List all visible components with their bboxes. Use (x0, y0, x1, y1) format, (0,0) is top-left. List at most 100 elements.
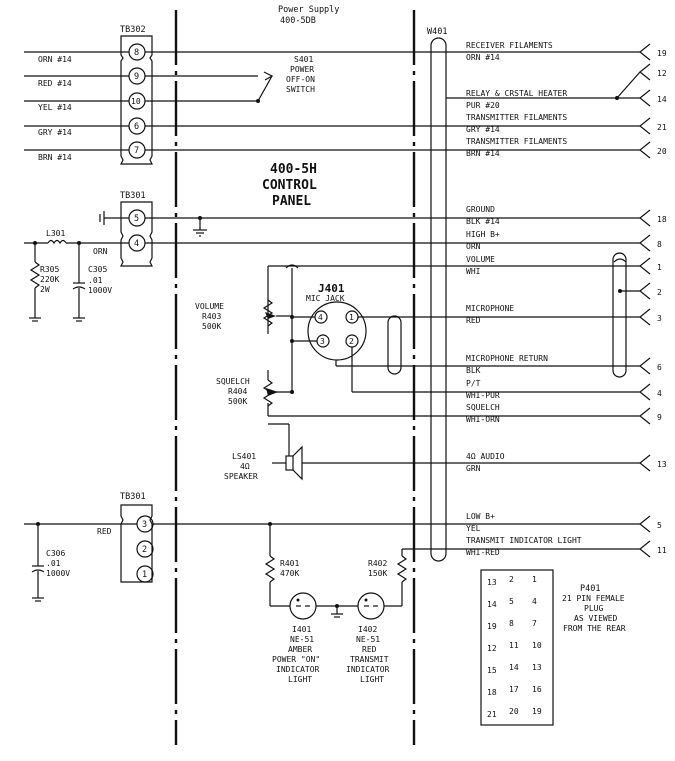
svg-text:13: 13 (487, 578, 497, 587)
svg-text:PLUG: PLUG (584, 604, 603, 613)
svg-text:INDICATOR: INDICATOR (346, 665, 390, 674)
svg-text:TRANSMIT INDICATOR LIGHT: TRANSMIT INDICATOR LIGHT (466, 536, 582, 545)
svg-text:6: 6 (657, 363, 662, 372)
svg-text:7: 7 (532, 619, 537, 628)
svg-text:14: 14 (657, 95, 667, 104)
svg-text:7: 7 (134, 146, 139, 156)
svg-text:TRANSMITTER FILAMENTS: TRANSMITTER FILAMENTS (466, 137, 567, 146)
svg-text:WHI-RED: WHI-RED (466, 548, 500, 557)
svg-text:4: 4 (532, 597, 537, 606)
panel-title-1: 400-5H (270, 162, 317, 177)
svg-text:P/T: P/T (466, 379, 481, 388)
svg-text:GRN: GRN (466, 464, 481, 473)
r305-resistor-icon (29, 261, 41, 289)
svg-text:POWER "ON": POWER "ON" (272, 655, 320, 664)
svg-text:13: 13 (657, 460, 667, 469)
svg-text:500K: 500K (228, 397, 247, 406)
header-title: Power Supply (278, 5, 339, 15)
svg-text:1: 1 (142, 570, 147, 580)
c305-ground-icon (73, 317, 85, 322)
svg-text:4Ω AUDIO: 4Ω AUDIO (466, 452, 505, 461)
svg-text:12: 12 (487, 644, 497, 653)
svg-text:OFF-ON: OFF-ON (286, 75, 315, 84)
svg-text:4: 4 (134, 239, 139, 249)
tb301-bot-board (120, 504, 153, 583)
svg-text:.01: .01 (88, 276, 103, 285)
cable-bundle (430, 37, 447, 562)
svg-text:SWITCH: SWITCH (286, 85, 315, 94)
tb302-terminal-8: 8 (128, 43, 146, 61)
l301-inductor-icon (47, 239, 67, 245)
ls401-label: LS401 (232, 452, 256, 461)
j401-label: J401 (318, 282, 345, 295)
svg-text:AS VIEWED: AS VIEWED (574, 614, 618, 623)
svg-text:R403: R403 (202, 312, 221, 321)
svg-text:5: 5 (509, 597, 514, 606)
svg-text:FROM THE REAR: FROM THE REAR (563, 624, 626, 633)
svg-text:14: 14 (487, 600, 497, 609)
svg-text:8: 8 (134, 48, 139, 58)
tb301-terminal-5: 5 (128, 209, 146, 227)
svg-text:16: 16 (532, 685, 542, 694)
svg-text:ORN #14: ORN #14 (466, 53, 500, 62)
svg-text:BLK #14: BLK #14 (466, 217, 500, 226)
tb301-terminal-4: 4 (128, 234, 146, 252)
tb302-label: TB302 (120, 25, 146, 35)
svg-text:GROUND: GROUND (466, 205, 495, 214)
svg-text:18: 18 (487, 688, 497, 697)
tb302-terminal-7: 7 (128, 141, 146, 159)
svg-text:1000V: 1000V (88, 286, 112, 295)
j401-mic-jack (307, 301, 367, 361)
r305-name: R305 (40, 265, 59, 274)
tb302-terminal-9: 9 (128, 67, 146, 85)
svg-text:HIGH B+: HIGH B+ (466, 230, 500, 239)
svg-text:3: 3 (657, 314, 662, 323)
tb301-mid-board (120, 201, 153, 267)
svg-text:6: 6 (134, 122, 139, 132)
svg-text:2: 2 (509, 575, 514, 584)
svg-text:8: 8 (509, 619, 514, 628)
wire-label-orn: ORN #14 (38, 55, 72, 64)
s401-label: S401 (294, 55, 313, 64)
svg-text:.01: .01 (46, 559, 61, 568)
ground-icon (193, 229, 207, 237)
l301-label: L301 (46, 229, 65, 238)
svg-text:2: 2 (349, 337, 354, 346)
svg-text:10: 10 (532, 641, 542, 650)
svg-text:SQUELCH: SQUELCH (466, 403, 500, 412)
p401-name: P401 (580, 584, 600, 594)
svg-text:BLK: BLK (466, 366, 481, 375)
svg-text:YEL: YEL (466, 524, 481, 533)
svg-text:21: 21 (657, 123, 667, 132)
svg-text:470K: 470K (280, 569, 299, 578)
svg-text:3: 3 (142, 520, 147, 530)
svg-text:NE-51: NE-51 (290, 635, 314, 644)
wire-label-brn: BRN #14 (38, 153, 72, 162)
tb302-terminal-10: 10 (128, 92, 146, 110)
svg-text:RED: RED (466, 316, 481, 325)
tb302-board (120, 35, 153, 165)
ls401-speaker-icon (285, 455, 294, 471)
svg-text:BRN #14: BRN #14 (466, 149, 500, 158)
svg-text:WHI: WHI (466, 267, 481, 276)
svg-text:19: 19 (657, 49, 667, 58)
svg-text:8: 8 (657, 240, 662, 249)
tb301-wire-red: RED (97, 527, 112, 536)
svg-text:4: 4 (657, 389, 662, 398)
panel-title-3: PANEL (272, 194, 311, 209)
i402-neon-lamp-icon (357, 592, 385, 620)
svg-text:14: 14 (509, 663, 519, 672)
svg-text:MICROPHONE RETURN: MICROPHONE RETURN (466, 354, 548, 363)
r305-ground-icon (29, 317, 41, 322)
panel-title-2: CONTROL (262, 178, 317, 193)
svg-text:RECEIVER FILAMENTS: RECEIVER FILAMENTS (466, 41, 553, 50)
svg-text:17: 17 (509, 685, 519, 694)
lamp-ground-icon (331, 613, 343, 618)
svg-text:RED: RED (362, 645, 377, 654)
r402-name: R402 (368, 559, 387, 568)
c306-ground-icon (32, 597, 44, 602)
p401-plug-diagram (480, 569, 554, 726)
svg-text:19: 19 (532, 707, 542, 716)
svg-text:150K: 150K (368, 569, 387, 578)
